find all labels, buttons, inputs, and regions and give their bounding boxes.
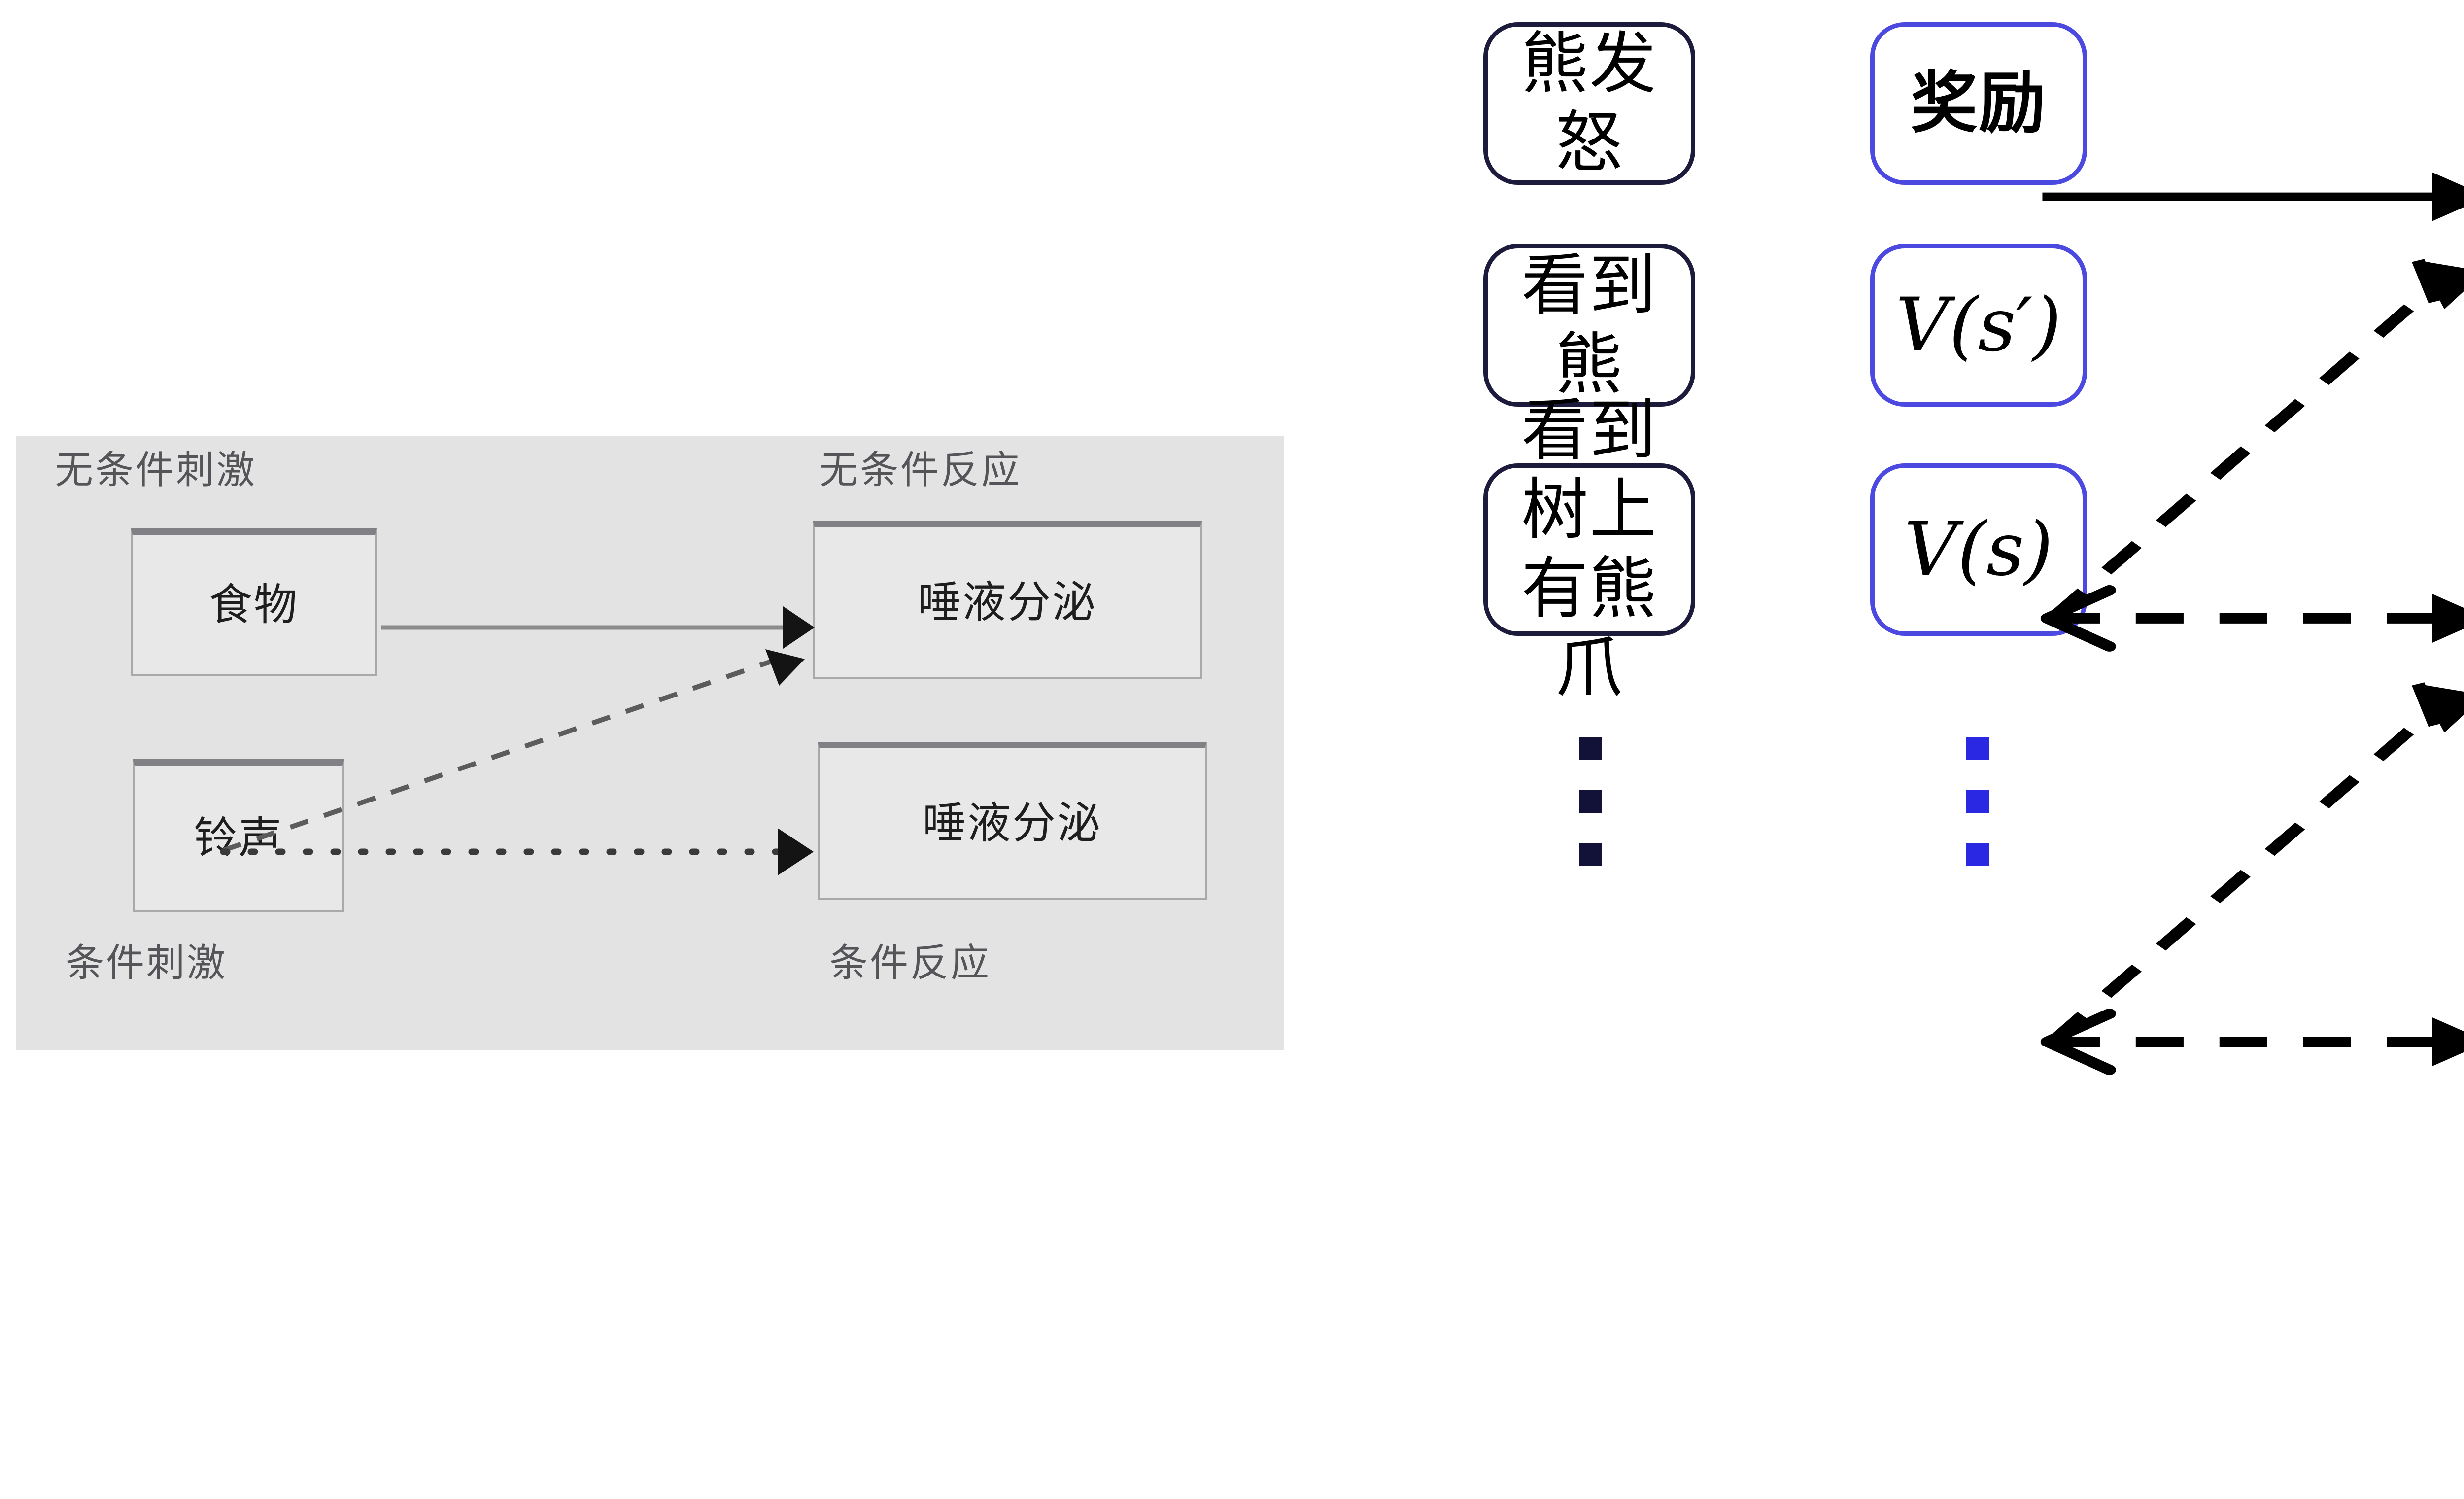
caption-unconditioned-response: 无条件反应 bbox=[820, 448, 1022, 492]
cc-box-food-label: 食物 bbox=[208, 579, 299, 630]
caption-unconditioned-stimulus: 无条件刺激 bbox=[55, 448, 257, 492]
node-see-bear-label: 看到熊 bbox=[1521, 246, 1657, 404]
edge-bear-angry-to-reward bbox=[2042, 172, 2464, 221]
cc-arrow-food-to-salivation bbox=[381, 606, 815, 649]
node-v-s[interactable]: V(s) bbox=[1870, 463, 2087, 636]
node-v-s-next-label: V(s′) bbox=[1895, 282, 2062, 368]
node-reward-label: 奖励 bbox=[1911, 64, 2047, 142]
edge-see-bear-to-v-s-next bbox=[2040, 585, 2464, 652]
edge-see-bear-to-reward bbox=[2047, 259, 2464, 622]
cc-box-salivation-unconditioned-label: 唾液分泌 bbox=[917, 576, 1097, 627]
caption-conditioned-response: 条件反应 bbox=[829, 941, 992, 985]
cc-box-salivation-conditioned-label: 唾液分泌 bbox=[922, 797, 1102, 848]
edge-see-pawprint-to-v-s bbox=[2040, 1009, 2464, 1075]
ellipsis-dot bbox=[1966, 790, 1989, 813]
ellipsis-dot bbox=[1966, 737, 1989, 760]
node-reward[interactable]: 奖励 bbox=[1870, 22, 2087, 185]
node-see-pawprint[interactable]: 看到树上 有熊爪 bbox=[1483, 392, 1695, 707]
node-bear-angry-label: 熊发怒 bbox=[1521, 25, 1657, 182]
edge-see-pawprint-to-v-s-next bbox=[2047, 682, 2464, 1046]
caption-conditioned-stimulus: 条件刺激 bbox=[66, 941, 228, 985]
node-bear-angry[interactable]: 熊发怒 bbox=[1483, 22, 1695, 185]
cc-box-bell: 铃声 bbox=[133, 759, 344, 912]
rl-diagram-panel: 熊发怒 看到熊 看到树上 有熊爪 奖励 V(s′) V(s) bbox=[1454, 0, 2464, 1499]
ellipsis-dot bbox=[1579, 737, 1602, 760]
cc-box-salivation-conditioned: 唾液分泌 bbox=[818, 742, 1207, 900]
node-v-s-label: V(s) bbox=[1904, 506, 2053, 593]
cc-arrow-layer bbox=[220, 606, 815, 875]
ellipsis-right-column bbox=[1966, 737, 1989, 897]
classical-conditioning-panel: 无条件刺激 无条件反应 条件刺激 条件反应 食物 唾液分泌 铃声 唾液分泌 bbox=[16, 436, 1284, 1050]
cc-arrow-bell-to-salivation-conditioned bbox=[220, 828, 814, 875]
ellipsis-dot bbox=[1966, 843, 1989, 866]
node-see-bear[interactable]: 看到熊 bbox=[1483, 244, 1695, 407]
rl-edge-layer bbox=[2040, 172, 2464, 1075]
cc-arrow-bell-to-salivation-unconditioned bbox=[222, 649, 805, 853]
node-see-pawprint-label: 看到树上 有熊爪 bbox=[1521, 392, 1657, 707]
ellipsis-dot bbox=[1579, 843, 1602, 866]
ellipsis-left-column bbox=[1579, 737, 1602, 897]
cc-box-salivation-unconditioned: 唾液分泌 bbox=[813, 521, 1202, 679]
cc-box-food: 食物 bbox=[131, 528, 377, 676]
node-v-s-next[interactable]: V(s′) bbox=[1870, 244, 2087, 407]
ellipsis-dot bbox=[1579, 790, 1602, 813]
